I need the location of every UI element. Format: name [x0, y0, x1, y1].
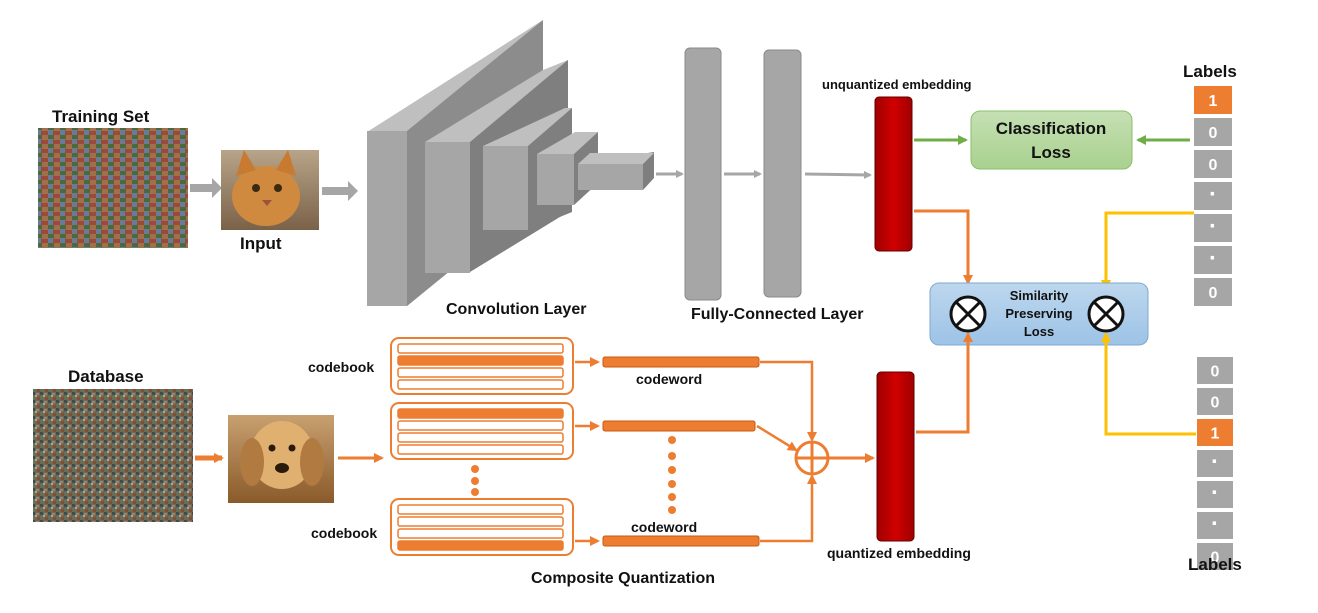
classification-loss-line2: Loss: [1031, 143, 1071, 162]
labels-bottom-cell-1: [1197, 388, 1233, 415]
codebook-3: [390, 498, 574, 556]
classification-loss-box: [970, 110, 1133, 170]
labels-top-vector: 1 0 0 · · · 0: [1194, 86, 1232, 306]
labels-bottom-cell-4: [1197, 481, 1233, 508]
arrow-codeword1-to-sum: [760, 360, 817, 442]
labels-top-cell-1: [1194, 118, 1232, 146]
labels-top-cell-6: [1194, 278, 1232, 306]
labels-bottom-cell-3: [1197, 450, 1233, 477]
similarity-line1: Similarity: [1010, 288, 1069, 303]
codebook-1: [390, 337, 574, 395]
training-set-label: Training Set: [52, 107, 150, 126]
input-label: Input: [240, 234, 282, 253]
codeword-bottom-label: codeword: [631, 519, 697, 535]
codebook-top-label: codebook: [308, 359, 374, 375]
labels-top-cell-3: [1194, 182, 1232, 210]
codebook-ellipsis: [471, 465, 479, 496]
labels-bottom-cell-5: [1197, 512, 1233, 539]
convolution-layer-label: Convolution Layer: [446, 301, 586, 318]
convolution-blocks: [367, 20, 654, 306]
similarity-loss-box: [929, 282, 1149, 346]
dog-image: [228, 415, 334, 503]
labels-bottom-cell-6: [1197, 543, 1233, 570]
sum-icon: [794, 440, 830, 476]
labels-bottom-cell-0: [1197, 357, 1233, 384]
codebook-2: [390, 402, 574, 460]
codeword-ellipsis: [668, 436, 676, 514]
labels-bottom-cell-value-0: 0: [1211, 364, 1220, 381]
labels-top-cell-value-3: ·: [1209, 181, 1217, 208]
arrow-quantized-to-similarity: [916, 332, 973, 434]
labels-bottom-title: Labels: [1188, 555, 1242, 574]
labels-bottom-vector: 0 0 1 · · · 0: [1197, 357, 1233, 570]
database-image: [33, 389, 193, 522]
labels-top-cell-0: [1194, 86, 1232, 114]
multiply-icon-left: [949, 295, 987, 333]
labels-top-cell-value-1: 0: [1209, 125, 1218, 142]
labels-top-cell-4: [1194, 214, 1232, 242]
quantized-embedding-bar: [876, 371, 915, 542]
labels-top-cell-value-4: ·: [1209, 213, 1217, 240]
unquantized-embedding-label: unquantized embedding: [822, 77, 972, 92]
codeword-2: [602, 420, 756, 432]
labels-bottom-cell-value-4: ·: [1211, 480, 1219, 507]
labels-bottom-cell-value-2: 1: [1211, 426, 1220, 443]
unquantized-embedding-bar: [874, 96, 913, 252]
fc-layer-2: [763, 49, 802, 298]
arrow-unquantized-to-similarity: [914, 209, 973, 285]
arrow-input-to-conv: [322, 181, 358, 201]
composite-quantization-label: Composite Quantization: [531, 570, 715, 587]
codeword-1: [602, 356, 760, 368]
arrow-codeword3-to-sum: [760, 474, 817, 543]
labels-top-cell-value-5: ·: [1209, 245, 1217, 272]
labels-top-cell-value-0: 1: [1209, 93, 1218, 110]
labels-top-cell-5: [1194, 246, 1232, 274]
labels-bottom-cell-value-3: ·: [1211, 449, 1219, 476]
cat-input-image: [221, 150, 319, 230]
codebook-bottom-label: codebook: [311, 525, 377, 541]
labels-bottom-cell-2: [1197, 419, 1233, 446]
fc-layer-1: [684, 47, 722, 301]
labels-bottom-cell-value-1: 0: [1211, 395, 1220, 412]
classification-loss-line1: Classification: [996, 119, 1107, 138]
quantized-embedding-label: quantized embedding: [827, 545, 971, 561]
database-label: Database: [68, 367, 144, 386]
arrow-bottom-labels-to-similarity: [1101, 332, 1196, 436]
labels-top-cell-2: [1194, 150, 1232, 178]
training-set-image: [38, 128, 188, 248]
arrow-codeword2-to-sum: [756, 424, 798, 452]
labels-bottom-cell-value-5: ·: [1211, 511, 1219, 538]
codeword-3: [602, 535, 760, 547]
labels-top-title: Labels: [1183, 62, 1237, 81]
arrow-training-to-input: [190, 178, 222, 198]
multiply-icon-right: [1087, 295, 1125, 333]
fully-connected-layer-label: Fully-Connected Layer: [691, 306, 863, 323]
labels-bottom-cell-value-6: 0: [1211, 550, 1220, 567]
arrow-fc2-to-embedding: [804, 170, 872, 179]
labels-top-cell-value-6: 0: [1209, 285, 1218, 302]
codeword-top-label: codeword: [636, 371, 702, 387]
labels-top-cell-value-2: 0: [1209, 157, 1218, 174]
similarity-line3: Loss: [1024, 324, 1054, 339]
similarity-line2: Preserving: [1005, 306, 1072, 321]
arrow-top-labels-to-similarity: [1101, 211, 1194, 290]
